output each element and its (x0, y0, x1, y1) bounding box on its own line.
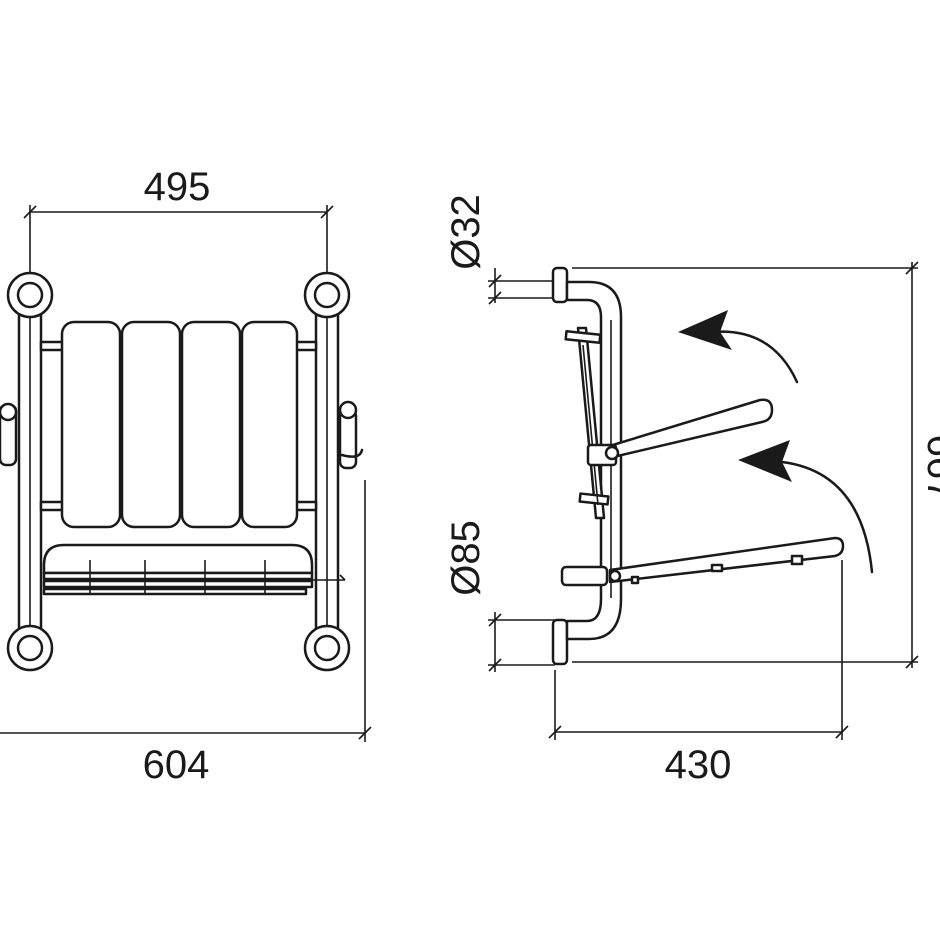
seat-frame (42, 543, 346, 596)
dimension-flange-diameter: Ø85 (444, 520, 555, 672)
fold-arrow-upper-head (678, 310, 732, 350)
side-backrest-arm (586, 398, 774, 467)
dimension-tube-diameter: Ø32 (444, 194, 555, 305)
back-pads (60, 320, 299, 529)
side-flanges (551, 266, 569, 666)
front-flanges (6, 271, 351, 672)
fold-arrow-lower (780, 460, 874, 574)
fold-arrow-upper (710, 330, 799, 384)
label-tube-diameter: Ø32 (444, 194, 488, 270)
front-view: 495 604 (0, 165, 372, 787)
side-seat-arm (560, 536, 845, 587)
dimension-side-depth: 430 (548, 560, 849, 787)
label-front-inner-width: 495 (144, 165, 211, 209)
label-flange-diameter: Ø85 (444, 520, 488, 596)
fold-arrows (678, 310, 874, 574)
dimension-front-inner-width: 495 (23, 165, 334, 282)
label-side-depth: 430 (665, 743, 732, 787)
label-height: 667 (919, 435, 940, 502)
label-front-overall-width: 604 (143, 743, 210, 787)
front-left-tube (17, 298, 43, 642)
front-side-hinges (0, 400, 364, 470)
front-right-tube (314, 298, 340, 642)
dimension-front-overall-width: 604 (0, 480, 372, 787)
dimension-height: 667 (572, 261, 940, 669)
side-view: Ø32 Ø85 430 667 (444, 194, 940, 787)
fold-arrow-lower-head (738, 440, 792, 482)
